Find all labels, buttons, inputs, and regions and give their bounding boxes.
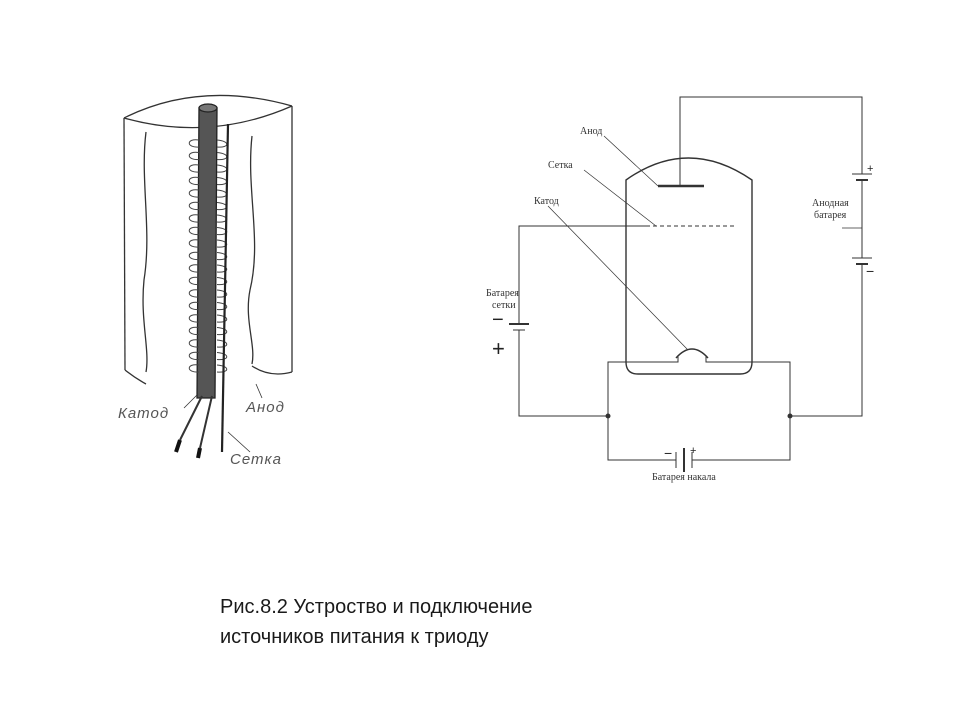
grid-spiral-coil xyxy=(188,276,228,286)
caption-line-2: источников питания к триоду xyxy=(220,626,489,648)
caption-line-1: Рис.8.2 Устроство и подключение xyxy=(220,596,533,618)
figure-caption: Рис.8.2 Устроство и подключение источник… xyxy=(220,592,740,652)
anode-leader xyxy=(603,135,659,187)
tube-envelope xyxy=(625,157,753,375)
filament-battery-plus-sign: + xyxy=(690,445,696,457)
grid-spiral xyxy=(188,139,228,373)
grid-label: Сетка xyxy=(230,451,282,468)
circuit-anode-label: Анод xyxy=(580,126,602,137)
anode-label: Анод xyxy=(245,399,285,416)
grid-spiral-coil xyxy=(188,326,228,336)
junction-left xyxy=(605,413,611,419)
grid-battery-label-1: Батарея xyxy=(486,288,519,299)
cathode-leader-line xyxy=(183,393,199,409)
anode-cylinder xyxy=(123,94,293,385)
grid-spiral-coil xyxy=(188,351,228,361)
grid-battery-plus-sign: + xyxy=(492,336,505,361)
cathode-lead-2-tip xyxy=(196,447,202,459)
cathode-filament xyxy=(675,348,709,359)
anode-battery-plus-sign: + xyxy=(867,163,873,175)
cathode-lead-1-tip xyxy=(174,439,182,453)
anode-wire xyxy=(679,96,863,186)
filament-loop-right xyxy=(692,356,791,461)
anode-left-slit xyxy=(142,131,148,373)
anode-bottom-left xyxy=(124,369,147,385)
grid-spiral-coil xyxy=(188,339,228,348)
cathode-label: Катод xyxy=(118,405,169,422)
grid-wire-out xyxy=(518,225,646,324)
grid-spiral-coil xyxy=(188,289,228,298)
cathode-lead-1 xyxy=(179,395,203,441)
filament-battery-minus-sign: − xyxy=(664,445,672,461)
cathode-rod xyxy=(174,103,218,459)
circuit-grid-label: Сетка xyxy=(548,160,573,171)
cathode-rod-top xyxy=(198,103,218,113)
anode-battery-label-2: батарея xyxy=(814,210,847,221)
anode-top-rim xyxy=(123,94,293,119)
anode-return-wire xyxy=(790,264,863,417)
grid-spiral-coil xyxy=(188,251,228,261)
anode-left-edge xyxy=(123,117,126,371)
anode-leader-line xyxy=(255,383,263,399)
filament-battery-label: Батарея накала xyxy=(652,472,716,483)
grid-battery-minus-sign: − xyxy=(492,309,504,331)
grid-battery-label-2: сетки xyxy=(492,300,516,311)
grid-spiral-coil xyxy=(188,301,228,311)
junction-right xyxy=(787,413,793,419)
grid-spiral-coil xyxy=(188,314,228,323)
cathode-rod-body xyxy=(196,107,218,399)
anode-battery-minus-sign: − xyxy=(866,263,874,279)
filament-loop xyxy=(607,356,679,461)
grid-return-wire xyxy=(518,330,608,417)
grid-leader-line xyxy=(227,431,251,453)
anode-bottom-right xyxy=(251,365,293,375)
triode-construction-drawing xyxy=(123,94,293,459)
circuit-cathode-label: Катод xyxy=(534,196,559,207)
grid-wire xyxy=(220,123,230,453)
triode-circuit-diagram xyxy=(509,96,872,472)
anode-battery-label-1: Анодная xyxy=(812,198,849,209)
anode-right-slit xyxy=(247,135,256,365)
grid-spiral-coil xyxy=(188,364,228,373)
cathode-lead-2 xyxy=(199,395,213,449)
grid-leader xyxy=(583,169,657,227)
grid-spiral-coil xyxy=(188,264,228,273)
cathode-leader xyxy=(547,205,689,351)
